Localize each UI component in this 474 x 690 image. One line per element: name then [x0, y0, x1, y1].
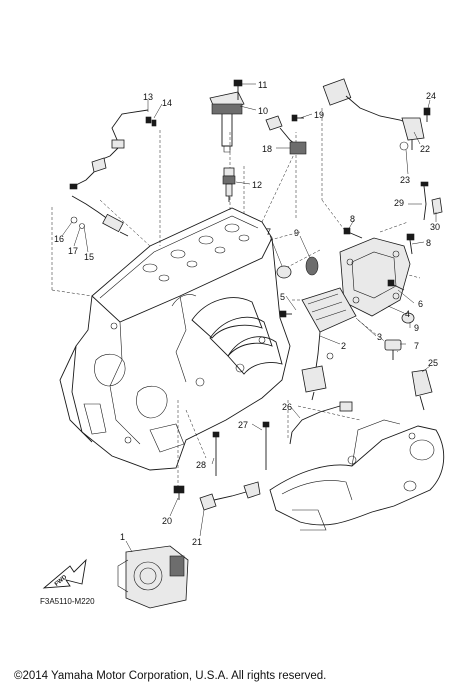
callout-2: 2 — [341, 341, 346, 351]
callout-22: 22 — [420, 144, 430, 154]
callout-12: 12 — [252, 180, 262, 190]
callout-19: 19 — [314, 110, 324, 120]
copyright-notice: ©2014 Yamaha Motor Corporation, U.S.A. A… — [14, 670, 327, 682]
callout-8a: 8 — [350, 214, 355, 224]
cam-sensor-harness-22 — [322, 78, 431, 151]
callout-21: 21 — [192, 537, 202, 547]
callout-15: 15 — [84, 252, 94, 262]
callout-9b: 9 — [414, 323, 419, 333]
callout-29: 29 — [394, 198, 404, 208]
engine-block — [59, 207, 291, 471]
sensor-harness-21 — [199, 481, 261, 511]
callout-25: 25 — [428, 358, 438, 368]
grommets-7-9 — [276, 256, 415, 360]
callout-24: 24 — [426, 91, 436, 101]
spark-plug — [222, 167, 236, 202]
ecu-module — [301, 287, 357, 333]
callout-26: 26 — [282, 402, 292, 412]
bolts-8 — [279, 227, 415, 318]
reference-lines — [51, 108, 421, 488]
callout-5: 5 — [280, 292, 285, 302]
callout-11: 11 — [258, 80, 267, 90]
sensor-18-19 — [265, 114, 307, 155]
ignition-coil — [209, 91, 245, 153]
callout-20: 20 — [162, 516, 172, 526]
bracket-plate — [339, 237, 411, 317]
callout-27: 27 — [238, 420, 248, 430]
callout-8b: 8 — [426, 238, 431, 248]
callout-labels: 1 2 3 4 5 6 7 7 8 8 9 9 10 11 12 13 14 1… — [54, 80, 440, 547]
callout-13: 13 — [143, 92, 153, 102]
knock-sensor-15 — [70, 195, 129, 237]
fwd-arrow — [42, 558, 87, 589]
callout-16: 16 — [54, 234, 64, 244]
callout-1: 1 — [120, 532, 125, 542]
callout-4: 4 — [405, 309, 410, 319]
exhaust-manifold — [269, 419, 445, 531]
bolts-27-28 — [212, 421, 270, 476]
diagram-code: F3A5110-M220 — [40, 597, 95, 606]
callout-9a: 9 — [294, 228, 299, 238]
callout-17: 17 — [68, 246, 78, 256]
callout-3: 3 — [377, 332, 382, 342]
callout-18: 18 — [262, 144, 272, 154]
callout-7b: 7 — [414, 341, 419, 351]
clamp-25 — [411, 369, 433, 411]
callout-30: 30 — [430, 222, 440, 232]
callout-leaders — [61, 83, 437, 553]
callout-7a: 7 — [266, 227, 271, 237]
callout-10: 10 — [258, 106, 268, 116]
connector-harness-2 — [301, 331, 327, 401]
callout-14: 14 — [162, 98, 172, 108]
callout-28: 28 — [196, 460, 206, 470]
bolt-11 — [233, 79, 243, 100]
callout-6: 6 — [418, 299, 423, 309]
callout-23: 23 — [400, 175, 410, 185]
sensor-20 — [173, 485, 185, 500]
sensor-26 — [289, 401, 353, 445]
hose-29-30 — [420, 181, 443, 221]
sensor-harness-13-14 — [69, 109, 157, 190]
throttle-body-1 — [117, 545, 189, 609]
